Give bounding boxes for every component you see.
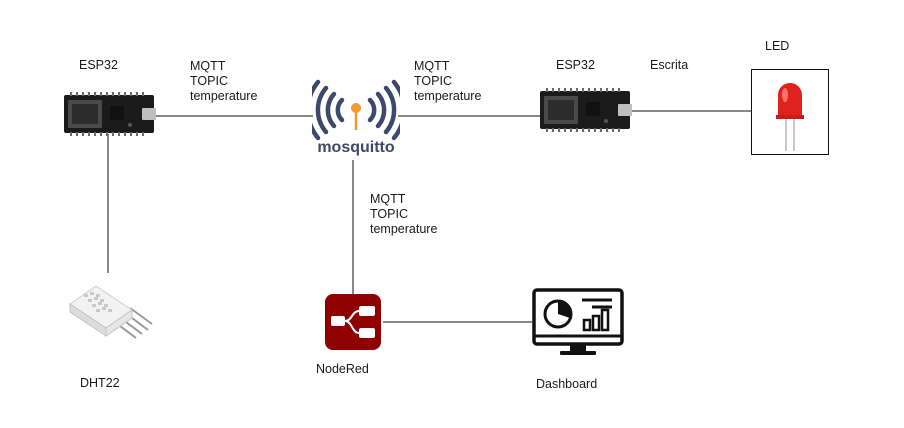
led-label: LED — [765, 39, 790, 53]
edge-label-line: TOPIC — [414, 74, 452, 88]
dht22-sensor-image — [69, 285, 153, 339]
nodered-icon — [325, 294, 381, 350]
edge-label-line: TOPIC — [190, 74, 228, 88]
nodered-label: NodeRed — [316, 362, 369, 376]
edge-label-line: temperature — [414, 89, 482, 103]
esp32-left-board — [64, 92, 156, 136]
edge-label-escrita: Escrita — [650, 58, 689, 72]
esp32-right-label: ESP32 — [556, 58, 595, 72]
edge-label-line: temperature — [190, 89, 258, 103]
esp32-right-board — [540, 88, 632, 132]
mosquitto-wordmark: mosquitto — [317, 139, 395, 156]
led-image — [751, 69, 829, 155]
edge-label-esp32-to-broker: MQTT TOPIC temperature — [190, 59, 257, 104]
edge-label-line: MQTT — [370, 192, 406, 206]
dashboard-monitor-icon — [532, 288, 624, 355]
edge-label-line: MQTT — [190, 59, 226, 73]
esp32-left-label: ESP32 — [79, 58, 118, 72]
edge-label-line: TOPIC — [370, 207, 408, 221]
edge-label-broker-to-esp32: MQTT TOPIC temperature — [414, 59, 481, 104]
mosquitto-logo: mosquitto — [312, 79, 400, 156]
edge-label-line: temperature — [370, 222, 438, 236]
edge-label-line: MQTT — [414, 59, 450, 73]
dht22-label: DHT22 — [80, 376, 120, 390]
edge-label-broker-to-nodered: MQTT TOPIC temperature — [370, 192, 437, 237]
dashboard-label: Dashboard — [536, 377, 598, 391]
